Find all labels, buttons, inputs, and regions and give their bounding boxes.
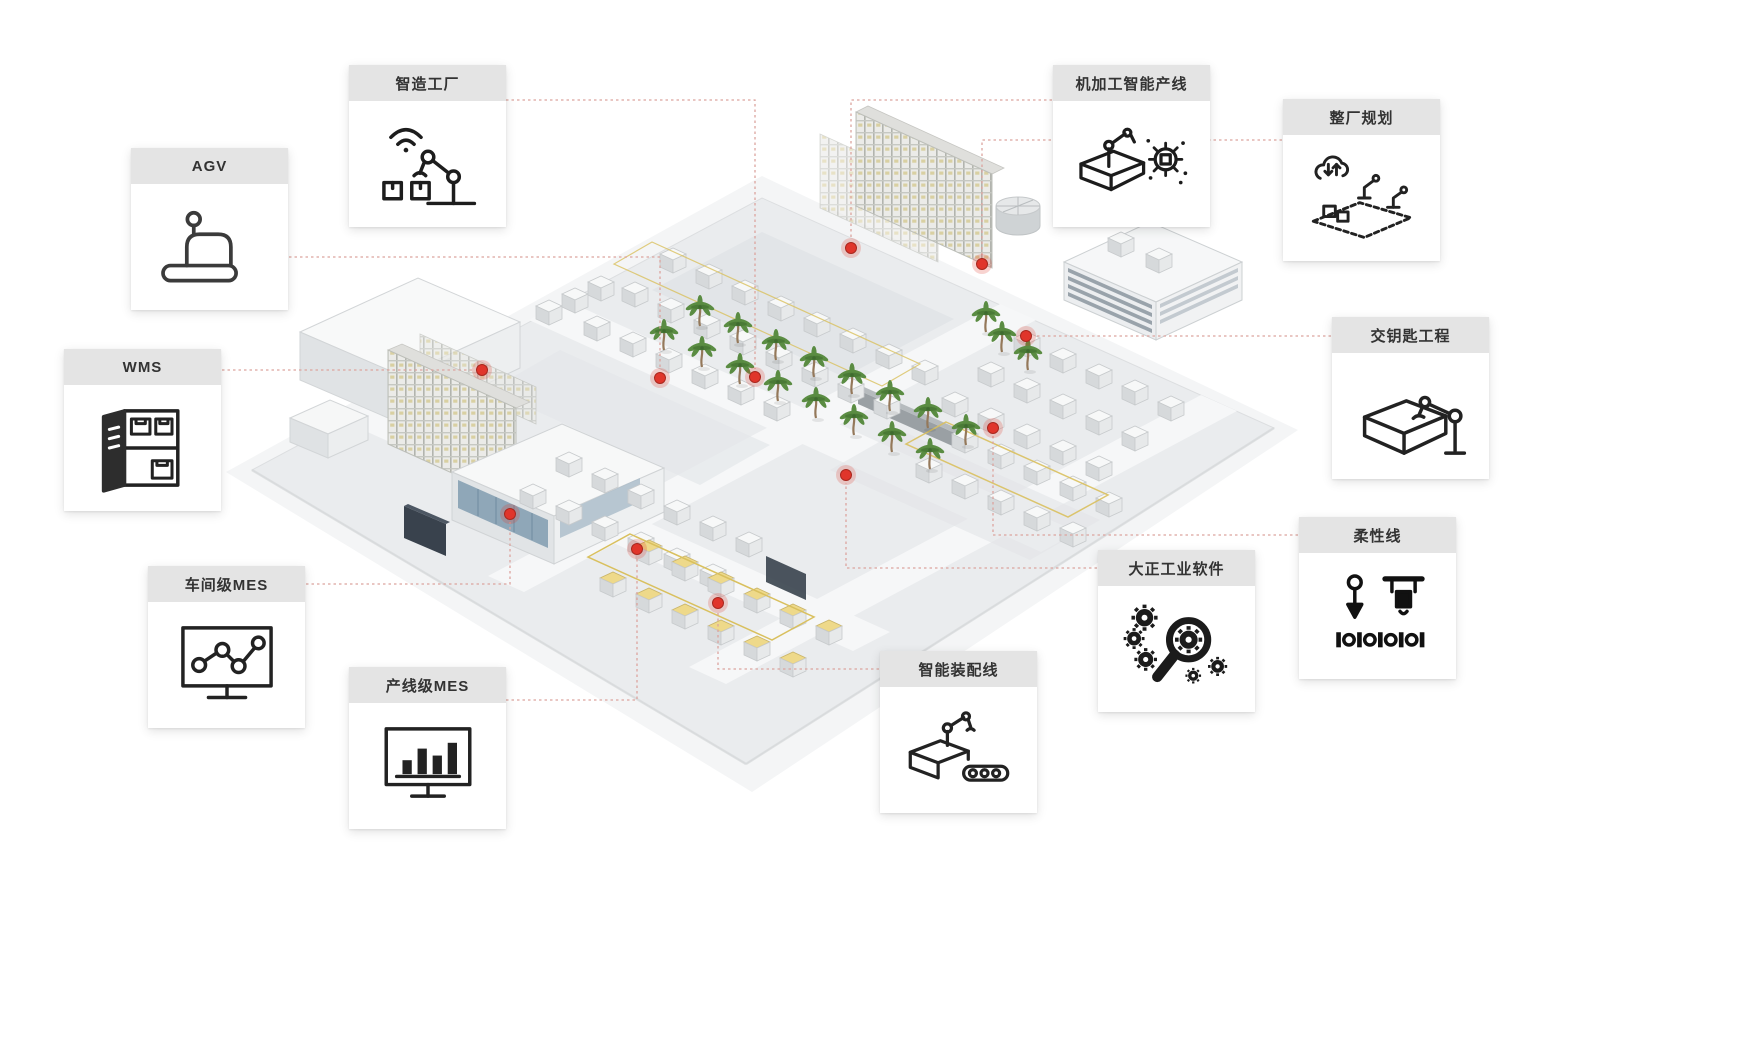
agv-icon — [131, 184, 288, 310]
card-machining-line[interactable]: 机加工智能产线 — [1053, 65, 1210, 227]
card-turnkey[interactable]: 交钥匙工程 — [1332, 317, 1489, 479]
card-title: 智造工厂 — [349, 65, 506, 101]
card-workshop-mes[interactable]: 车间级MES — [148, 566, 305, 728]
turnkey-icon — [1332, 353, 1489, 479]
card-title: 交钥匙工程 — [1332, 317, 1489, 353]
workshop-mes-icon — [148, 602, 305, 728]
card-title: WMS — [64, 349, 221, 385]
card-line-mes[interactable]: 产线级MES — [349, 667, 506, 829]
card-industrial-software[interactable]: 大正工业软件 — [1098, 550, 1255, 712]
machining-line-icon — [1053, 101, 1210, 227]
card-assembly-line[interactable]: 智能装配线 — [880, 651, 1037, 813]
assembly-line-icon — [880, 687, 1037, 813]
card-wms[interactable]: WMS — [64, 349, 221, 511]
factory-planning-icon — [1283, 135, 1440, 261]
card-title: 产线级MES — [349, 667, 506, 703]
map-marker-assembly-line[interactable] — [708, 593, 728, 613]
map-marker-line-mes[interactable] — [627, 539, 647, 559]
flexible-line-icon — [1299, 553, 1456, 679]
card-title: AGV — [131, 148, 288, 184]
line-mes-icon — [349, 703, 506, 829]
map-marker-agv[interactable] — [650, 368, 670, 388]
wms-icon — [64, 385, 221, 511]
map-marker-industrial-software[interactable] — [836, 465, 856, 485]
card-title: 机加工智能产线 — [1053, 65, 1210, 101]
map-marker-factory-planning[interactable] — [972, 254, 992, 274]
card-title: 车间级MES — [148, 566, 305, 602]
card-smart-factory[interactable]: 智造工厂 — [349, 65, 506, 227]
card-title: 柔性线 — [1299, 517, 1456, 553]
map-marker-turnkey[interactable] — [1016, 326, 1036, 346]
map-marker-workshop-mes[interactable] — [500, 504, 520, 524]
card-title: 智能装配线 — [880, 651, 1037, 687]
card-flexible-line[interactable]: 柔性线 — [1299, 517, 1456, 679]
carousel-structure — [995, 196, 1041, 236]
industrial-software-icon — [1098, 586, 1255, 712]
map-marker-wms[interactable] — [472, 360, 492, 380]
smart-factory-icon — [349, 101, 506, 227]
card-title: 整厂规划 — [1283, 99, 1440, 135]
map-marker-flexible-line[interactable] — [983, 418, 1003, 438]
card-factory-planning[interactable]: 整厂规划 — [1283, 99, 1440, 261]
map-marker-smart-factory[interactable] — [745, 367, 765, 387]
card-title: 大正工业软件 — [1098, 550, 1255, 586]
card-agv[interactable]: AGV — [131, 148, 288, 310]
map-marker-machining-line[interactable] — [841, 238, 861, 258]
